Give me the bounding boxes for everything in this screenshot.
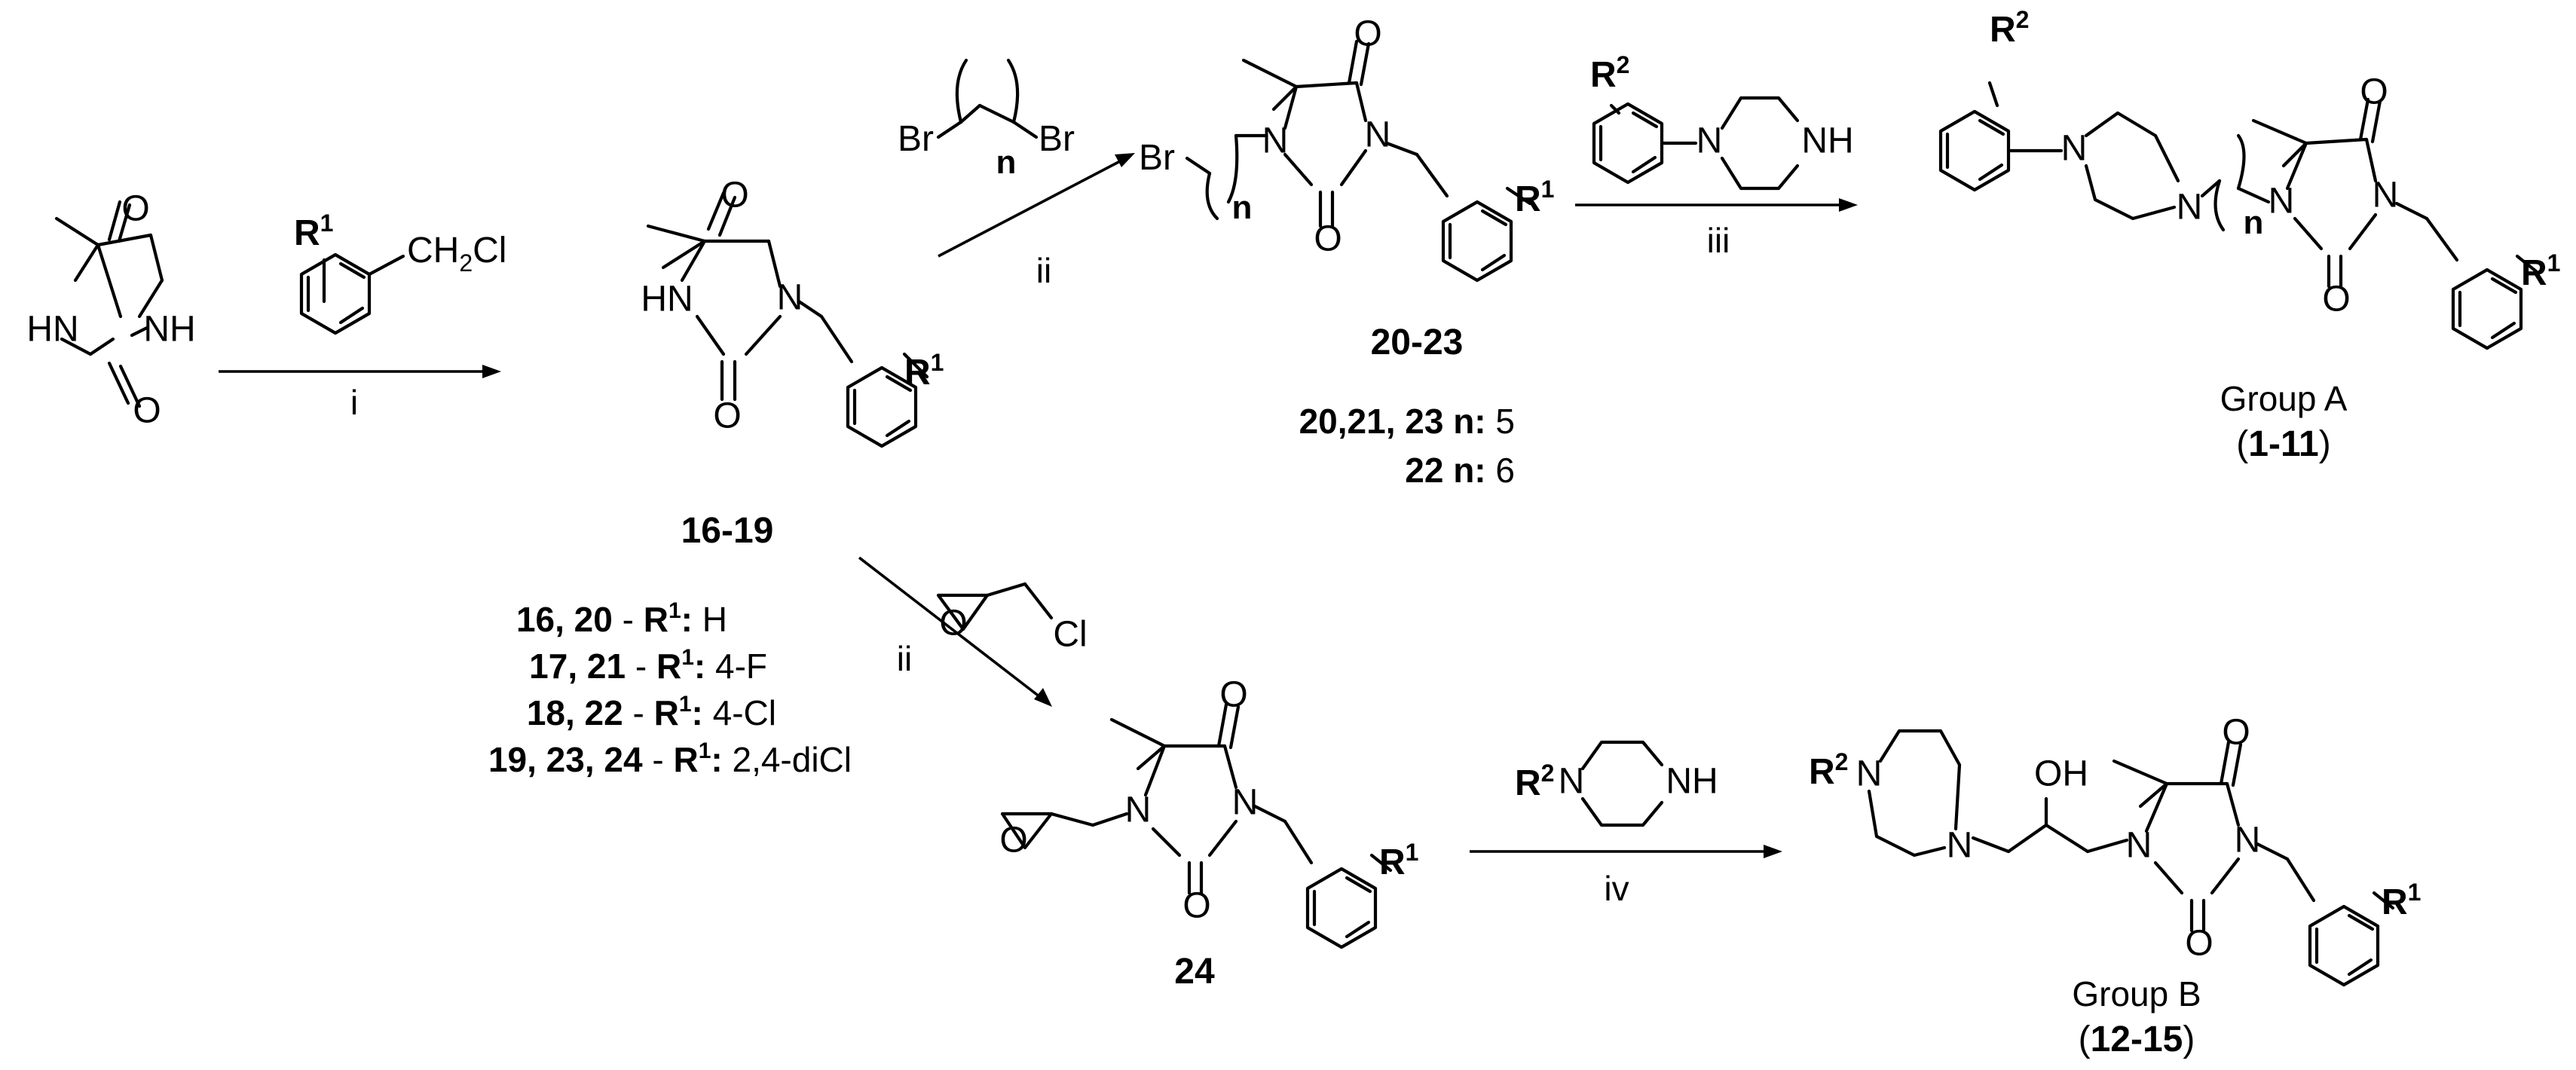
- atom-n: N: [2126, 826, 2152, 866]
- r1-label: R1: [1515, 176, 1554, 219]
- r2-label: R2: [1990, 6, 2029, 50]
- atom-br: Br: [1039, 119, 1075, 159]
- r1-label: R1: [294, 209, 333, 253]
- step-ii-upper-reagent: Br Br n: [898, 58, 1075, 181]
- group-b-label: Group B: [2072, 974, 2201, 1013]
- substituent-row: 18, 22 - R1: 4-Cl: [527, 692, 776, 732]
- r2-label: R2: [1590, 51, 1629, 95]
- subscript-n: n: [2244, 204, 2264, 241]
- subscript-n: n: [1232, 189, 1253, 226]
- reaction-arrow-i: [219, 365, 501, 378]
- atom-n: N: [1125, 790, 1152, 830]
- atom-o: O: [1314, 219, 1342, 259]
- atom-o: O: [2185, 924, 2213, 964]
- n-note: 22 n: 6: [1405, 451, 1515, 490]
- group-a-structure: R2 N N n N O N O R1: [1941, 6, 2560, 348]
- atom-br: Br: [1139, 138, 1175, 178]
- reaction-arrow-ii-upper: [938, 153, 1135, 258]
- group-b-structure: R2 N N OH N O N O R1: [1809, 713, 2421, 985]
- atom-o: O: [2360, 72, 2388, 112]
- atom-n: N: [2177, 188, 2203, 228]
- group-a-compounds: (1-11): [2236, 424, 2330, 464]
- atom-n: N: [2373, 176, 2399, 216]
- compound-label-16-19: 16-19: [681, 511, 774, 551]
- step-label-iii: iii: [1707, 221, 1730, 260]
- substituent-row: 17, 21 - R1: 4-F: [529, 645, 767, 686]
- atom-n: N: [1856, 754, 1883, 794]
- atom-o: O: [2322, 280, 2350, 319]
- reagent-benzyl-chloride: CH2Cl: [407, 231, 506, 277]
- compound-label-24: 24: [1174, 952, 1215, 992]
- dimethylhydantoin-structure: O NH HN O: [26, 189, 195, 431]
- atom-oh: OH: [2034, 754, 2088, 794]
- step-label-ii: ii: [897, 639, 912, 678]
- compound-20-23-structure: Br n N O N O R1: [1139, 14, 1554, 280]
- substituent-row: 16, 20 - R1: H: [516, 598, 727, 639]
- reaction-arrow-ii-lower: [858, 556, 1052, 707]
- r2-label: R2: [1809, 748, 1848, 792]
- atom-o: O: [133, 391, 161, 431]
- reaction-arrow-iii: [1575, 198, 1858, 212]
- substituent-row: 19, 23, 24 - R1: 2,4-diCl: [488, 738, 852, 779]
- compound-label-20-23: 20-23: [1371, 323, 1464, 362]
- group-b-compounds: (12-15): [2079, 1020, 2195, 1059]
- atom-o: O: [1182, 886, 1210, 926]
- n-note: 20,21, 23 n: 5: [1299, 402, 1515, 441]
- step-label-iv: iv: [1604, 869, 1629, 908]
- atom-n: N: [1696, 121, 1723, 161]
- r1-label: R1: [2382, 879, 2421, 922]
- atom-br: Br: [898, 119, 934, 159]
- atom-n: N: [2235, 821, 2261, 861]
- step-i-reagent: CH2Cl R1: [294, 209, 506, 333]
- r1-label: R1: [1379, 839, 1418, 882]
- atom-o: O: [1219, 675, 1247, 715]
- atom-cl: Cl: [1053, 615, 1087, 655]
- n-notes: 20,21, 23 n: 5 22 n: 6: [1299, 402, 1515, 490]
- step-label-i: i: [350, 383, 358, 422]
- atom-nh: NH: [1666, 762, 1718, 802]
- substituent-legend: 16, 20 - R1: H 17, 21 - R1: 4-F 18, 22 -…: [488, 598, 852, 779]
- compound-24-structure: O N O N O R1: [999, 675, 1418, 947]
- atom-n: N: [2061, 129, 2088, 169]
- step-ii-lower-reagent: O Cl: [936, 582, 1088, 655]
- r2-label: R2: [1515, 760, 1554, 803]
- reaction-arrow-iv: [1470, 845, 1782, 858]
- atom-nh: NH: [143, 310, 195, 350]
- atom-n: N: [1232, 783, 1259, 823]
- group-a-label: Group A: [2220, 379, 2348, 418]
- atom-nh: NH: [1801, 121, 1853, 161]
- atom-n: N: [1559, 762, 1585, 802]
- atom-o: O: [121, 189, 149, 229]
- atom-n: N: [1365, 115, 1391, 155]
- atom-o: O: [999, 821, 1027, 861]
- atom-o: O: [720, 176, 748, 216]
- atom-o: O: [2222, 713, 2250, 753]
- atom-n: N: [2269, 182, 2295, 222]
- r1-label: R1: [2521, 249, 2560, 293]
- r1-label: R1: [904, 349, 944, 393]
- atom-n: N: [777, 278, 803, 318]
- atom-hn: HN: [641, 280, 693, 319]
- atom-n: N: [1947, 826, 1973, 866]
- compound-16-19-structure: O HN N O R1: [641, 176, 944, 446]
- subscript-n: n: [996, 144, 1017, 181]
- step-iii-reagent: R2 N NH: [1590, 51, 1854, 191]
- step-iv-reagent: R2 N NH: [1515, 740, 1718, 827]
- atom-hn: HN: [26, 310, 78, 350]
- step-label-ii: ii: [1036, 251, 1051, 290]
- atom-o: O: [713, 396, 741, 436]
- atom-o: O: [1354, 14, 1381, 54]
